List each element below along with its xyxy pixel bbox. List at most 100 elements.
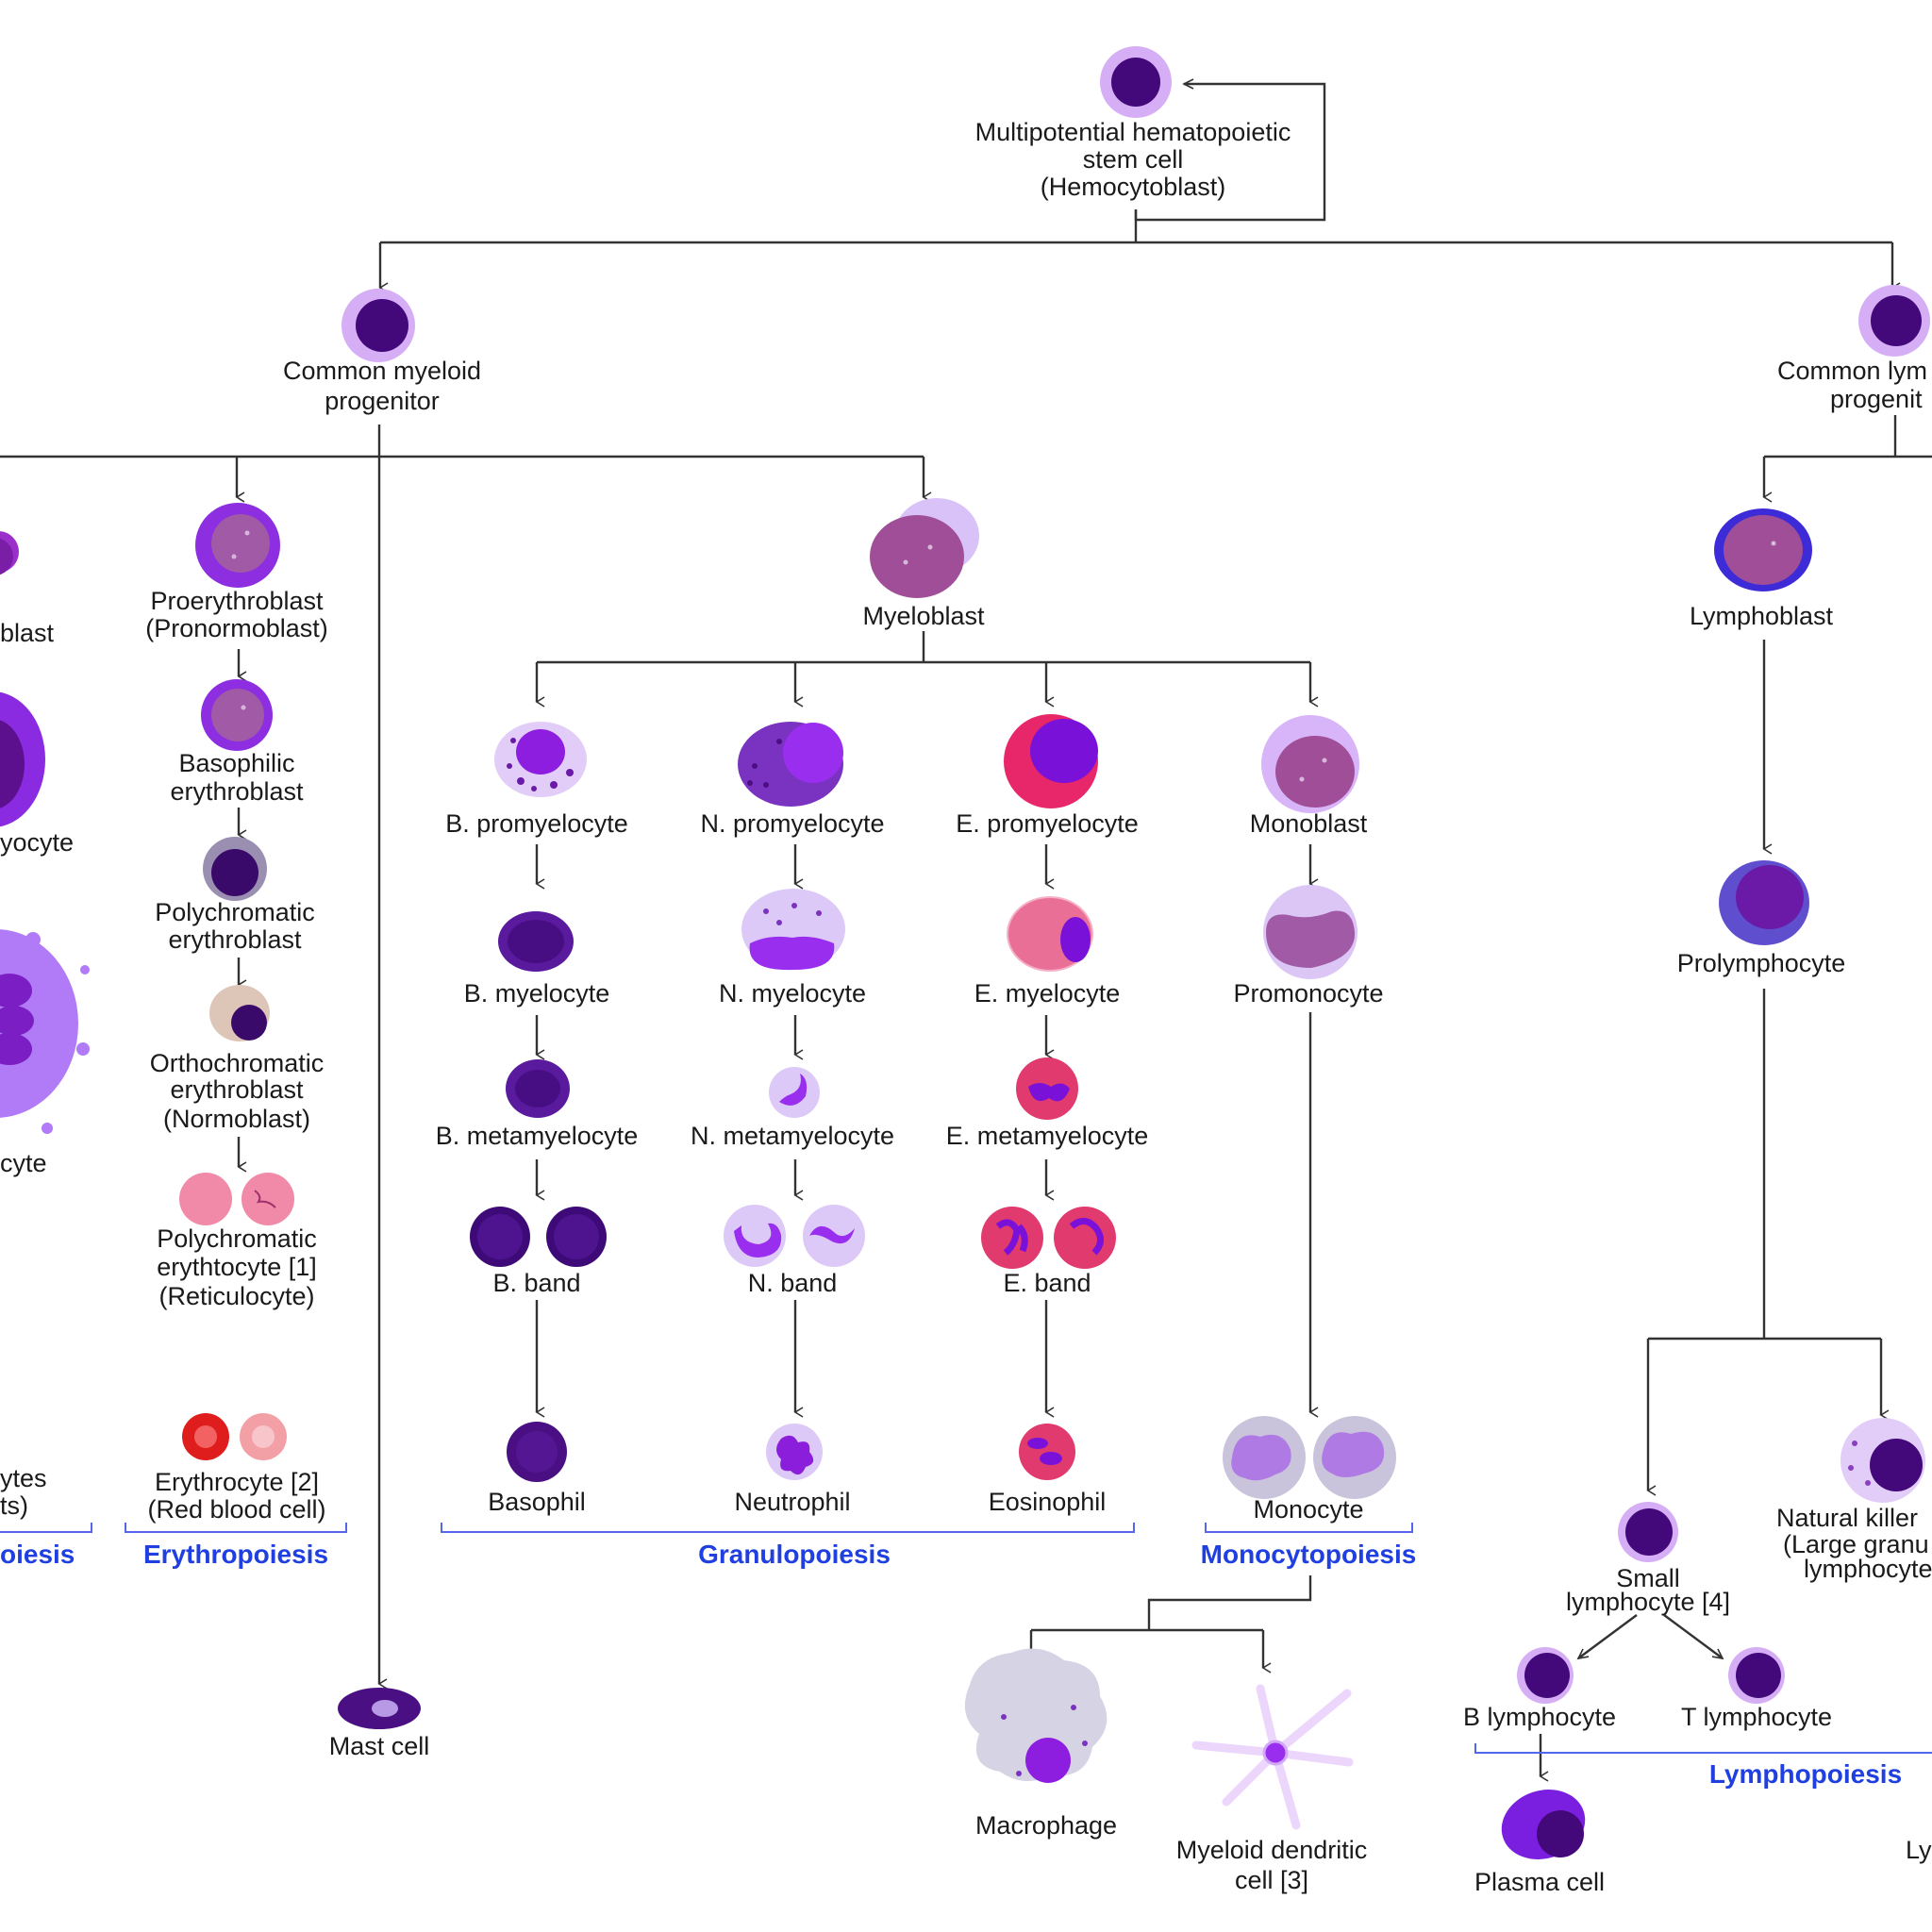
reticulocyte-label-2: erythtocyte [1] bbox=[157, 1253, 317, 1281]
monoblast-label: Monoblast bbox=[1250, 809, 1368, 838]
basophil-icon bbox=[507, 1422, 567, 1482]
n-metamyelocyte-icon bbox=[769, 1067, 820, 1118]
n-metamyelocyte-label: N. metamyelocyte bbox=[691, 1122, 894, 1150]
monocyte-icon bbox=[1223, 1416, 1396, 1499]
thrombocytes-partial-label-1: ytes bbox=[0, 1464, 47, 1492]
neutrophil-icon bbox=[766, 1424, 823, 1480]
prolymphocyte-label: Prolymphocyte bbox=[1677, 949, 1846, 977]
connectors bbox=[0, 78, 1932, 1782]
lymphoblast-label: Lymphoblast bbox=[1690, 602, 1834, 630]
labels: Multipotential hematopoietic stem cell (… bbox=[0, 118, 1932, 1896]
small-lymphocyte-icon bbox=[1618, 1502, 1678, 1562]
megakaryoblast-partial-label: blast bbox=[0, 619, 55, 647]
plasma-cell-icon bbox=[1501, 1790, 1586, 1859]
b-metamyelocyte-icon bbox=[506, 1059, 570, 1118]
eosinophil-label: Eosinophil bbox=[989, 1488, 1107, 1516]
n-band-label: N. band bbox=[748, 1269, 838, 1297]
nk-cell-label-1: Natural killer bbox=[1776, 1504, 1918, 1532]
b-myelocyte-label: B. myelocyte bbox=[464, 979, 610, 1008]
monocyte-label: Monocyte bbox=[1253, 1495, 1363, 1524]
proerythroblast-label-1: Proerythroblast bbox=[150, 587, 324, 615]
arrow-to-b-lymphocyte bbox=[1576, 1614, 1638, 1660]
erythropoiesis-label: Erythropoiesis bbox=[143, 1540, 328, 1569]
e-myelocyte-icon bbox=[1007, 896, 1093, 972]
nk-cell-label-2: (Large granu bbox=[1783, 1530, 1929, 1558]
reticulocyte-icon bbox=[179, 1173, 294, 1225]
lymphoid-dendritic-partial-label: Ly bbox=[1906, 1836, 1932, 1864]
megakaryocyte-partial-label: cyte bbox=[0, 1149, 47, 1177]
b-band-icon bbox=[470, 1207, 607, 1267]
basophilic-erythroblast-label-1: Basophilic bbox=[178, 749, 294, 777]
b-lymphocyte-label: B lymphocyte bbox=[1463, 1703, 1616, 1731]
neutrophil-label: Neutrophil bbox=[734, 1488, 850, 1516]
cells bbox=[0, 46, 1930, 1859]
prolymphocyte-icon bbox=[1719, 860, 1809, 945]
thrombopoiesis-partial-label: oiesis bbox=[0, 1540, 75, 1569]
orthochromatic-label-3: (Normoblast) bbox=[163, 1105, 310, 1133]
granulopoiesis-label: Granulopoiesis bbox=[698, 1540, 891, 1569]
common-lymphoid-label-2: progenit bbox=[1830, 385, 1923, 413]
monocyte-branch-drop bbox=[1147, 1575, 1312, 1630]
n-band-icon bbox=[724, 1205, 865, 1267]
b-promyelocyte-label: B. promyelocyte bbox=[445, 809, 628, 838]
macrophage-icon bbox=[964, 1648, 1108, 1783]
t-lymphocyte-icon bbox=[1728, 1647, 1785, 1704]
common-myeloid-progenitor-icon bbox=[341, 289, 415, 362]
plasma-cell-label: Plasma cell bbox=[1474, 1868, 1605, 1896]
monoblast-icon bbox=[1261, 715, 1359, 813]
arrow-to-t-lymphocyte bbox=[1663, 1614, 1724, 1660]
dendritic-label-2: cell [3] bbox=[1235, 1866, 1308, 1894]
stem-cell-icon bbox=[1100, 46, 1172, 118]
common-myeloid-label-2: progenitor bbox=[325, 387, 440, 415]
b-myelocyte-icon bbox=[498, 911, 574, 972]
promegakaryocyte-partial-icon bbox=[0, 691, 45, 827]
mast-cell-label: Mast cell bbox=[329, 1732, 430, 1760]
orthochromatic-erythroblast-icon bbox=[209, 985, 270, 1041]
basophil-label: Basophil bbox=[488, 1488, 586, 1516]
basophilic-erythroblast-icon bbox=[201, 679, 273, 751]
b-promyelocyte-icon bbox=[494, 722, 587, 797]
lymphoblast-icon bbox=[1714, 508, 1812, 591]
myeloblast-icon bbox=[870, 498, 979, 598]
monocytopoiesis-label: Monocytopoiesis bbox=[1201, 1540, 1417, 1569]
orthochromatic-label-2: erythroblast bbox=[170, 1075, 304, 1104]
promegakaryocyte-partial-label: yocyte bbox=[0, 828, 74, 857]
polychromatic-erythroblast-label-2: erythroblast bbox=[168, 925, 302, 954]
proerythroblast-label-2: (Pronormoblast) bbox=[145, 614, 328, 642]
mast-cell-icon bbox=[338, 1688, 421, 1729]
megakaryocyte-partial-icon bbox=[0, 929, 90, 1134]
promonocyte-label: Promonocyte bbox=[1233, 979, 1383, 1008]
orthochromatic-label-1: Orthochromatic bbox=[150, 1049, 325, 1077]
polychromatic-erythroblast-label-1: Polychromatic bbox=[155, 898, 315, 926]
stem-cell-label-3: (Hemocytoblast) bbox=[1041, 173, 1226, 201]
e-metamyelocyte-icon bbox=[1016, 1058, 1078, 1120]
b-metamyelocyte-label: B. metamyelocyte bbox=[436, 1122, 639, 1150]
small-lymphocyte-label-1: Small bbox=[1616, 1564, 1680, 1592]
e-myelocyte-label: E. myelocyte bbox=[974, 979, 1121, 1008]
e-promyelocyte-icon bbox=[1004, 714, 1098, 808]
e-promyelocyte-label: E. promyelocyte bbox=[956, 809, 1139, 838]
lymphopoiesis-label: Lymphopoiesis bbox=[1709, 1759, 1902, 1789]
common-myeloid-label-1: Common myeloid bbox=[283, 357, 481, 385]
reticulocyte-label-3: (Reticulocyte) bbox=[158, 1282, 314, 1310]
dendritic-label-1: Myeloid dendritic bbox=[1176, 1836, 1368, 1864]
thrombocytes-partial-label-2: ts) bbox=[0, 1491, 28, 1520]
n-myelocyte-icon bbox=[741, 889, 845, 971]
polychromatic-erythroblast-icon bbox=[203, 837, 267, 901]
myeloblast-label: Myeloblast bbox=[862, 602, 985, 630]
proerythroblast-icon bbox=[195, 503, 280, 588]
e-band-label: E. band bbox=[1003, 1269, 1091, 1297]
erythrocyte-icon bbox=[182, 1413, 287, 1460]
e-band-icon bbox=[981, 1207, 1116, 1269]
basophilic-erythroblast-label-2: erythroblast bbox=[170, 777, 304, 806]
b-band-label: B. band bbox=[492, 1269, 580, 1297]
b-lymphocyte-icon bbox=[1517, 1647, 1574, 1704]
reticulocyte-label-1: Polychromatic bbox=[157, 1224, 317, 1253]
granulocyte-chain-arrows bbox=[535, 844, 1055, 1418]
nk-cell-label-3: lymphocyte bbox=[1804, 1555, 1932, 1583]
n-promyelocyte-label: N. promyelocyte bbox=[700, 809, 884, 838]
megakaryoblast-partial-icon bbox=[0, 531, 19, 575]
stem-cell-label-1: Multipotential hematopoietic bbox=[975, 118, 1291, 146]
macrophage-label: Macrophage bbox=[975, 1811, 1117, 1840]
promonocyte-icon bbox=[1263, 885, 1357, 979]
